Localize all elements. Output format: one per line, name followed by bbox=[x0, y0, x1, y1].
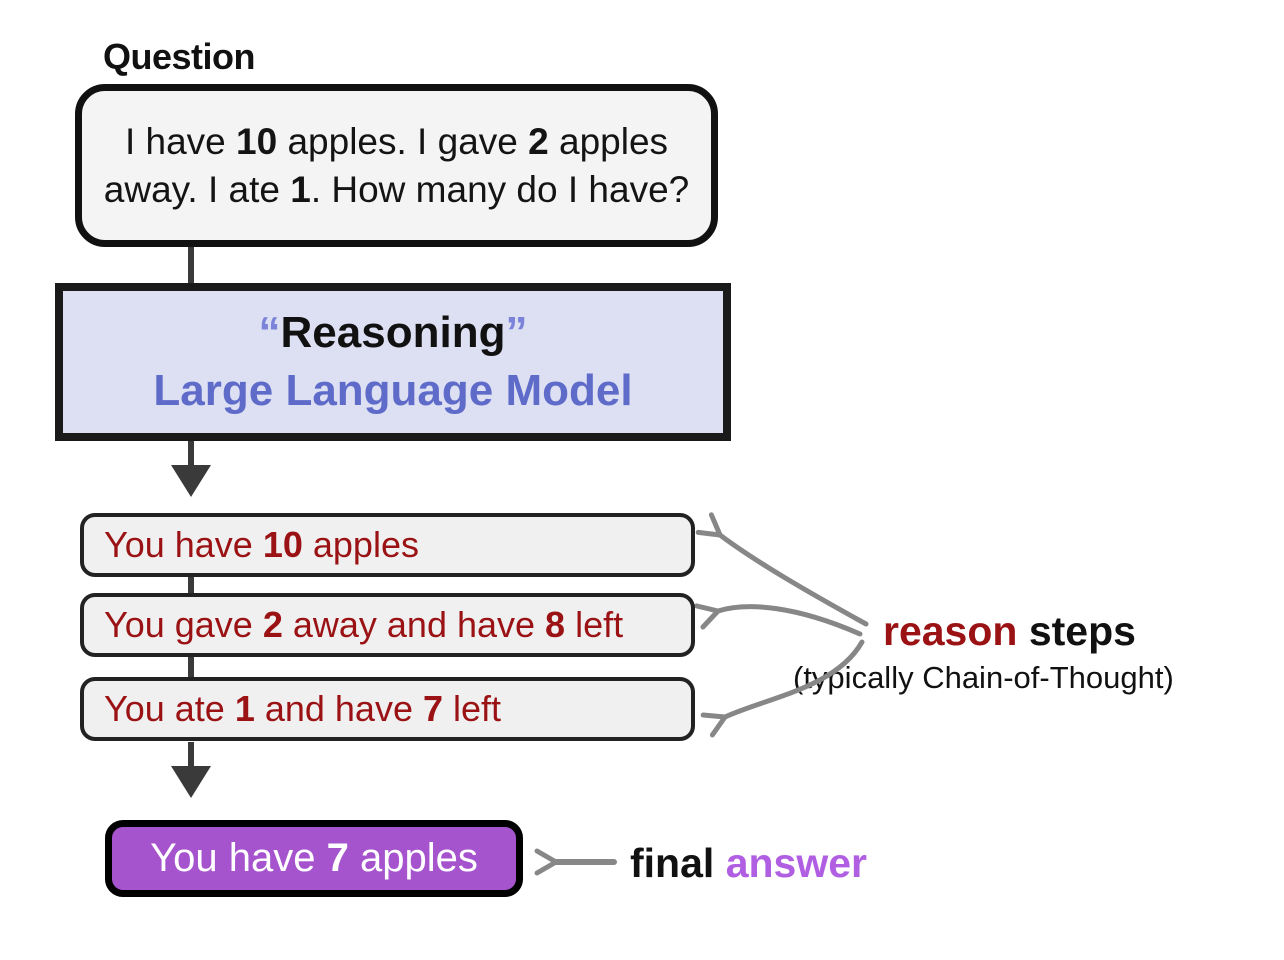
llm-title: “Reasoning” bbox=[258, 308, 528, 357]
reason-step-box-1: You have 10 apples bbox=[80, 513, 695, 577]
curved-arrow-icon-to-step2 bbox=[694, 603, 863, 637]
down-arrow-icon bbox=[188, 441, 194, 468]
chain-of-thought-subtitle: (typically Chain-of-Thought) bbox=[793, 660, 1174, 695]
reason-steps-label: reason steps bbox=[883, 608, 1136, 654]
connector-step2-to-step3 bbox=[188, 650, 194, 682]
question-label: Question bbox=[103, 36, 256, 77]
connector-question-to-llm bbox=[188, 240, 194, 290]
reason-step-box-3: You ate 1 and have 7 left bbox=[80, 677, 695, 741]
close-quote: ” bbox=[505, 308, 528, 357]
llm-subtitle: Large Language Model bbox=[153, 366, 633, 415]
down-arrow-icon bbox=[171, 465, 211, 497]
final-answer-box: You have 7 apples bbox=[105, 820, 523, 897]
down-arrow-icon bbox=[171, 766, 211, 798]
question-box: I have 10 apples. I gave 2 apples away. … bbox=[75, 84, 718, 247]
question-text-line1: I have 10 apples. I gave 2 apples bbox=[124, 120, 669, 162]
connector-step1-to-step2 bbox=[188, 570, 194, 600]
reasoning-llm-box: “Reasoning” Large Language Model bbox=[55, 283, 731, 441]
question-text-line2: away. I ate 1. How many do I have? bbox=[103, 168, 690, 210]
final-answer-label: final answer bbox=[630, 840, 867, 886]
open-quote: “ bbox=[258, 308, 281, 357]
curved-arrow-icon-to-step1 bbox=[695, 512, 869, 627]
reason-step-box-2: You gave 2 away and have 8 left bbox=[80, 593, 695, 657]
down-arrow-icon bbox=[188, 742, 194, 769]
